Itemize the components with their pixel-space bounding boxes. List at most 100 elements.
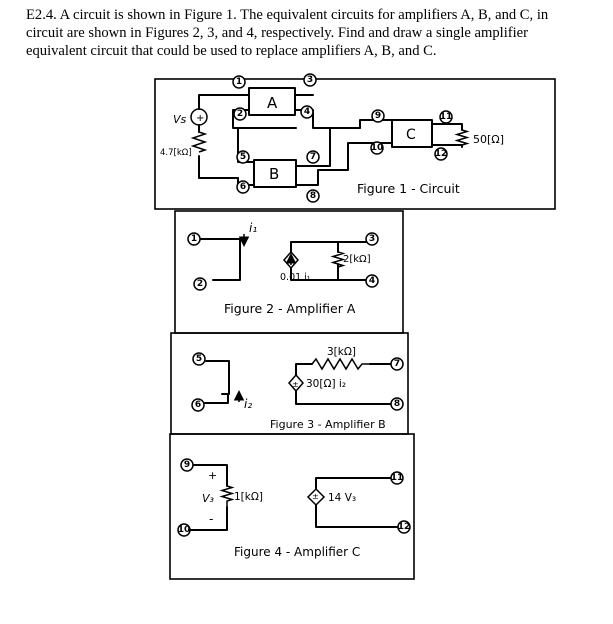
figure-2-resistor-label: 2[kΩ] <box>343 254 371 265</box>
figure-2-input-wires <box>200 238 241 281</box>
node-12: 12 <box>434 147 448 161</box>
svg-text:8: 8 <box>310 191 316 201</box>
amplifier-b-block <box>253 159 297 188</box>
figure-2-caption: Figure 2 - Amplifier A <box>224 301 356 316</box>
fig3-node-5: 5 <box>192 352 206 366</box>
svg-text:12: 12 <box>435 149 448 159</box>
svg-text:10: 10 <box>371 143 384 153</box>
svg-text:7: 7 <box>394 359 400 369</box>
figure-4-resistor-label: 1[kΩ] <box>234 491 263 503</box>
fig4-node-12: 12 <box>397 520 411 534</box>
figure-2-source-label: 0.01 i₁ <box>280 272 311 283</box>
problem-line-3: equivalent circuit that could be used to… <box>26 43 437 59</box>
fig2-node-2: 2 <box>193 277 207 291</box>
voltage-label-v3: V₃ <box>202 492 215 505</box>
fig2-node-4: 4 <box>365 274 379 288</box>
svg-text:9: 9 <box>184 460 190 470</box>
node-1: 1 <box>232 75 246 89</box>
load-resistor-label: 50[Ω] <box>473 133 504 146</box>
svg-text:12: 12 <box>398 522 411 532</box>
svg-text:2: 2 <box>197 279 203 289</box>
node-3: 3 <box>303 73 317 87</box>
current-label-i1: i₁ <box>249 221 257 235</box>
figure-2-amplifier-a: i₁ 0.01 i₁ 2[kΩ] 1 2 3 4 Figure 2 - Ampl… <box>174 210 404 334</box>
dependent-voltage-source <box>288 373 304 393</box>
svg-text:±: ± <box>292 380 299 389</box>
figure-4-input-wires <box>189 464 228 531</box>
figure-4-node-labels: 9 10 11 12 <box>177 458 411 537</box>
node-8: 8 <box>306 189 320 203</box>
fig3-node-8: 8 <box>390 397 404 411</box>
amplifier-c-wires <box>359 119 463 148</box>
figure-3-node-labels: 5 6 7 8 <box>191 352 404 412</box>
svg-text:10: 10 <box>178 525 191 535</box>
node-5: 5 <box>236 150 250 164</box>
fig2-node-1: 1 <box>187 232 201 246</box>
svg-text:11: 11 <box>391 473 404 483</box>
svg-text:5: 5 <box>240 152 246 162</box>
figure-4-amplifier-c: + V₃ - 1[kΩ] ± 14 V₃ 9 10 11 12 Figure 4… <box>169 433 415 580</box>
svg-text:6: 6 <box>240 182 246 192</box>
amplifier-a-label: A <box>267 94 278 112</box>
figure-1-frame <box>154 78 556 210</box>
figure-1-circuit: + Vs 4.7[kΩ] A B C 50[Ω] 1 2 3 4 5 6 7 8… <box>154 73 556 210</box>
figure-4-output-wires <box>315 477 401 528</box>
node-2: 2 <box>233 107 247 121</box>
figure-3-resistor-label: 3[kΩ] <box>327 346 356 358</box>
return-wire <box>198 155 239 179</box>
source-resistor <box>190 131 208 153</box>
node-11: 11 <box>439 110 453 124</box>
amplifier-c-label: C <box>406 127 416 143</box>
svg-text:8: 8 <box>394 399 400 409</box>
svg-text:4: 4 <box>304 107 310 117</box>
figure-3-caption: Figure 3 - Amplifier B <box>270 418 386 431</box>
figure-1-node-labels: 1 2 3 4 5 6 7 8 9 10 11 12 <box>232 73 453 203</box>
figure-4-source-label: 14 V₃ <box>328 492 356 504</box>
fig4-node-11: 11 <box>390 471 404 485</box>
fig2-node-3: 3 <box>365 232 379 246</box>
svg-text:1: 1 <box>236 77 242 87</box>
figure-2-resistor <box>330 251 346 268</box>
figure-3-amplifier-b: i₂ 3[kΩ] ± 30[Ω] i₂ 5 6 7 8 Figure 3 - A… <box>170 332 409 435</box>
figure-1-caption: Figure 1 - Circuit <box>357 181 460 196</box>
amplifier-c-block <box>391 119 433 148</box>
current-label-i2: i₂ <box>244 397 252 411</box>
svg-text:3: 3 <box>369 234 375 244</box>
minus-sign: - <box>209 512 213 526</box>
figure-3-resistor <box>311 357 370 371</box>
node-4: 4 <box>300 105 314 119</box>
node-10: 10 <box>370 141 384 155</box>
problem-line-1: E2.4. A circuit is shown in Figure 1. Th… <box>26 7 549 23</box>
svg-text:5: 5 <box>196 354 202 364</box>
svg-text:11: 11 <box>440 112 453 122</box>
node-7: 7 <box>306 150 320 164</box>
vcvs-source <box>306 487 326 507</box>
fig3-node-7: 7 <box>390 357 404 371</box>
problem-line-2: circuit are shown in Figures 2, 3, and 4… <box>26 25 529 41</box>
source-label: Vs <box>173 113 187 126</box>
figure-3-input-wires <box>204 360 230 404</box>
figure-4-caption: Figure 4 - Amplifier C <box>234 545 360 559</box>
figure-3-source-label: 30[Ω] i₂ <box>306 378 346 390</box>
fig4-node-10: 10 <box>177 523 191 537</box>
svg-text:±: ± <box>312 492 319 501</box>
problem-statement: E2.4. A circuit is shown in Figure 1. Th… <box>26 6 613 60</box>
plus-sign: + <box>208 469 217 482</box>
svg-text:6: 6 <box>195 400 201 410</box>
svg-text:9: 9 <box>375 111 381 121</box>
figure-4-frame <box>169 433 415 580</box>
fig4-node-9: 9 <box>180 458 194 472</box>
source-wires <box>198 94 234 133</box>
amplifier-b-label: B <box>269 165 279 183</box>
amplifier-a-block <box>248 87 296 116</box>
svg-text:+: + <box>196 113 204 124</box>
figure-2-output-wires <box>290 241 367 281</box>
figure-2-node-labels: 1 2 3 4 <box>187 232 379 291</box>
node-9: 9 <box>371 109 385 123</box>
source-resistor-label: 4.7[kΩ] <box>160 148 192 158</box>
load-resistor <box>454 129 470 146</box>
figure-4-resistor <box>219 485 235 507</box>
svg-text:4: 4 <box>369 276 375 286</box>
amplifier-b-wires <box>237 127 375 186</box>
